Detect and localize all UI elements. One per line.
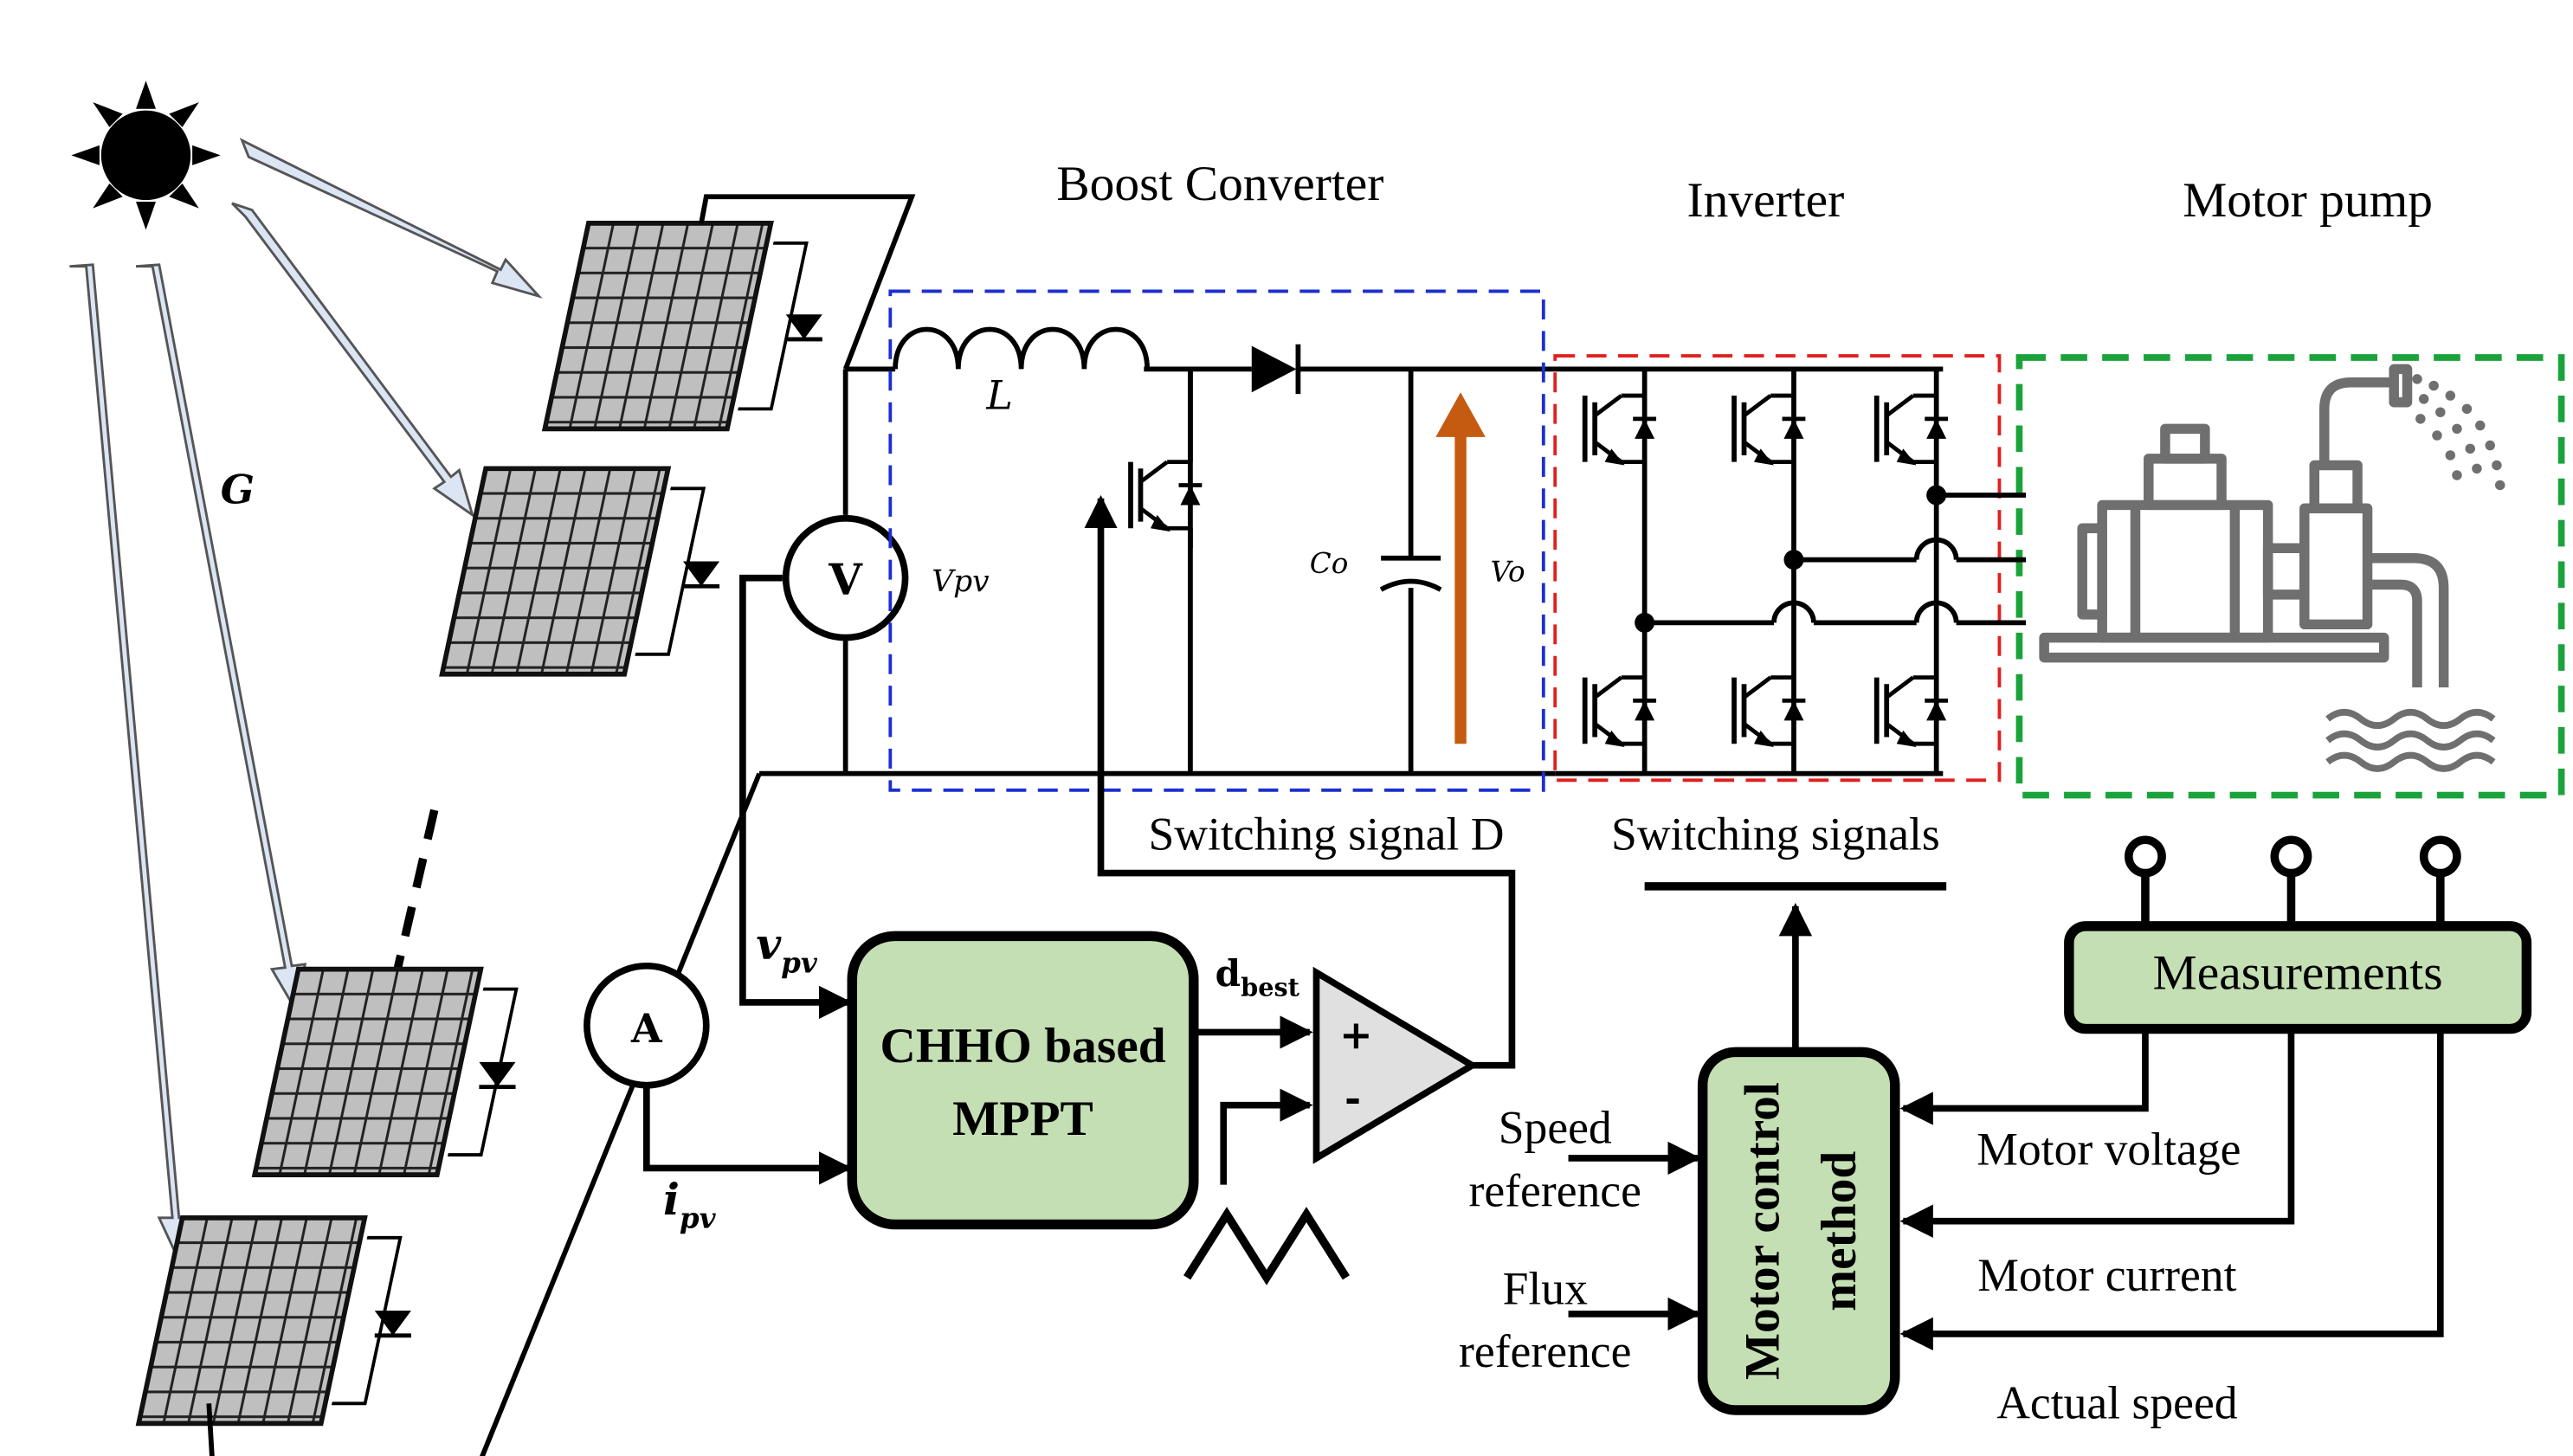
inverter-switch-5 bbox=[1734, 678, 1805, 747]
pwm-comparator bbox=[1312, 966, 1479, 1164]
inverter-box bbox=[1553, 354, 2002, 783]
switching-signal-d-label: Switching signal D bbox=[1148, 809, 1504, 860]
inverter-switch-1 bbox=[1585, 396, 1656, 465]
inductor-label: L bbox=[985, 371, 1013, 418]
measurements-label: Measurements bbox=[2153, 946, 2443, 1001]
inverter-title: Inverter bbox=[1687, 173, 1845, 228]
measurements-block bbox=[2064, 921, 2532, 1034]
motor-current-label: Motor current bbox=[1977, 1249, 2236, 1301]
pv-panel-2 bbox=[442, 468, 706, 673]
inverter-bridge bbox=[1585, 369, 2027, 774]
boost-converter-title: Boost Converter bbox=[1056, 157, 1383, 211]
boost-converter-box bbox=[888, 289, 1545, 792]
dbest-label: dbest bbox=[1216, 951, 1300, 1002]
chho-mppt-block bbox=[847, 931, 1199, 1230]
motor-voltage-label: Motor voltage bbox=[1977, 1124, 2241, 1176]
pv-panel-1 bbox=[545, 223, 809, 428]
voltmeter-vpv-label: Vpv bbox=[932, 564, 990, 599]
speed-reference-line2: reference bbox=[1469, 1164, 1641, 1216]
voltmeter-symbol: V bbox=[828, 554, 863, 605]
bypass-diode-4 bbox=[374, 1311, 411, 1338]
bypass-diode-2 bbox=[682, 561, 720, 589]
boost-diode bbox=[1251, 344, 1301, 395]
motor-control-label-line1: Motor control bbox=[1736, 1082, 1790, 1380]
motor-pump-box bbox=[2015, 354, 2565, 799]
carrier-sawtooth-wave bbox=[1183, 1207, 1350, 1285]
bypass-diode-3 bbox=[479, 1061, 516, 1089]
chho-mppt-title-line1: CHHO based bbox=[880, 1019, 1165, 1073]
pv-string-wiring bbox=[206, 194, 916, 1456]
motor-pump-title: Motor pump bbox=[2183, 173, 2433, 228]
water-spray-icon bbox=[2412, 374, 2505, 491]
inductor-coil bbox=[893, 326, 1151, 370]
pv-panel-3 bbox=[255, 970, 519, 1175]
inverter-switch-2 bbox=[1734, 396, 1805, 465]
output-voltage-label: Vo bbox=[1491, 556, 1525, 589]
motor-pump-icon bbox=[2039, 364, 2496, 772]
vpv-input-label: vpv bbox=[756, 918, 818, 979]
switching-signals-label: Switching signals bbox=[1611, 809, 1940, 860]
chho-mppt-title-line2: MPPT bbox=[952, 1092, 1093, 1146]
comparator-minus: - bbox=[1345, 1074, 1361, 1121]
voltmeter bbox=[782, 514, 909, 641]
capacitor-label: Co bbox=[1310, 547, 1349, 580]
feedback-lines bbox=[1568, 1028, 2444, 1351]
output-voltage-arrow bbox=[1435, 392, 1486, 744]
flux-reference-line1: Flux bbox=[1503, 1262, 1589, 1314]
irradiance-label: G bbox=[221, 467, 255, 513]
bypass-diode-1 bbox=[785, 314, 822, 342]
speed-reference-line1: Speed bbox=[1499, 1102, 1612, 1154]
inverter-switch-3 bbox=[1877, 396, 1948, 465]
inverter-switch-6 bbox=[1877, 678, 1948, 747]
boost-switch-igbt bbox=[1131, 369, 1202, 549]
sun-icon bbox=[71, 81, 221, 230]
output-capacitor bbox=[1379, 555, 1442, 592]
motor-control-block bbox=[1697, 1047, 1900, 1415]
comparator-plus: + bbox=[1339, 1012, 1373, 1059]
measurement-probes bbox=[2125, 835, 2461, 926]
panel-string-dashed-line bbox=[393, 809, 439, 969]
ipv-input-label: ipv bbox=[663, 1174, 717, 1234]
mppt-sensing-lines bbox=[643, 574, 1313, 1185]
pv-panel-4 bbox=[139, 1218, 403, 1423]
switching-signal-d-line bbox=[1084, 494, 1516, 1069]
motor-control-label-line2: method bbox=[1812, 1151, 1867, 1311]
inverter-switch-4 bbox=[1585, 678, 1656, 747]
ammeter-symbol: A bbox=[630, 1005, 663, 1052]
flux-reference-line2: reference bbox=[1459, 1325, 1631, 1377]
dc-bus-wiring bbox=[759, 366, 1944, 776]
actual-speed-label: Actual speed bbox=[1996, 1377, 2238, 1429]
